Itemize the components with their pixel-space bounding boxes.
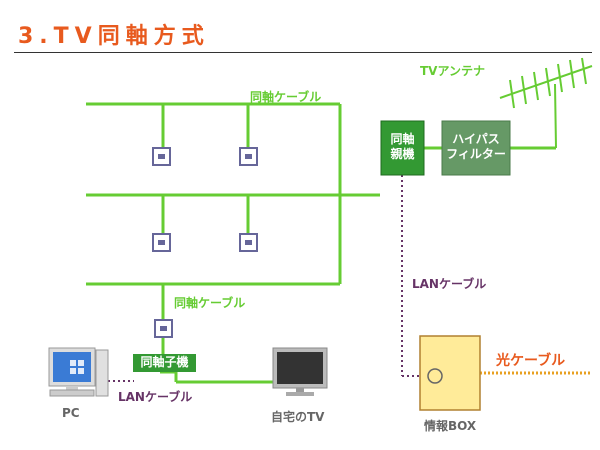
coax-master-label: 同軸 親機 [381, 132, 424, 162]
coax-cables [86, 102, 556, 384]
high-pass-filter-label-line1: ハイパス [452, 132, 500, 146]
info-box-icon [419, 335, 481, 411]
coax-master-label-line2: 親機 [390, 147, 415, 161]
coax-master-label-line1: 同軸 [390, 132, 415, 146]
high-pass-filter-label: ハイパス フィルター [442, 132, 510, 162]
antenna-icon [499, 57, 593, 149]
lan-cables [108, 175, 420, 382]
coax-master-box [380, 120, 425, 176]
coax-cable-label-top: 同軸ケーブル [250, 90, 322, 104]
home-tv-label: 自宅のTV [271, 410, 325, 424]
pc-label: PC [62, 406, 80, 420]
title-rule [14, 52, 592, 53]
high-pass-filter-label-line2: フィルター [446, 147, 506, 161]
page-title: 3.TV同軸方式 [18, 24, 210, 49]
lan-cable-label-right: LANケーブル [412, 277, 487, 291]
fiber-cable-label: 光ケーブル [496, 353, 566, 369]
info-box-label: 情報BOX [424, 419, 477, 433]
lan-cable-label-bottom: LANケーブル [118, 390, 193, 404]
pc-icon [48, 347, 109, 397]
coax-cable-label-mid: 同軸ケーブル [174, 296, 246, 310]
coax-child-box [133, 354, 196, 372]
coax-child-label: 同軸子機 [140, 355, 189, 369]
high-pass-filter-box [441, 120, 511, 176]
tv-antenna-label: TVアンテナ [420, 64, 485, 78]
tv-icon [272, 347, 328, 396]
